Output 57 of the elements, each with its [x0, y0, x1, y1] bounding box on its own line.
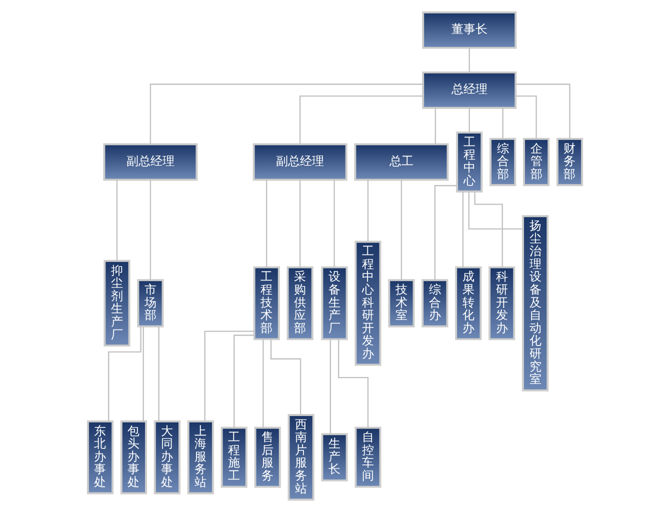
connector	[400, 180, 402, 280]
connector	[462, 192, 464, 268]
connector	[474, 192, 503, 268]
node-box: 上海服务站	[187, 420, 214, 494]
node-box: 总工	[354, 143, 449, 181]
connector	[434, 108, 436, 144]
connector	[262, 339, 264, 428]
node-box: 自控车间	[354, 426, 382, 488]
node-box: 售后服务	[254, 426, 281, 488]
connector	[299, 180, 301, 268]
connector	[434, 185, 457, 280]
connector	[158, 326, 160, 422]
connector	[266, 180, 268, 268]
connector	[468, 48, 470, 72]
connector	[516, 84, 570, 139]
node-box: 扬尘治理设备及自动化研究室	[522, 215, 549, 392]
connector	[330, 339, 331, 434]
node-box: 工程技术部	[253, 266, 280, 340]
connector	[116, 180, 118, 261]
connector	[334, 180, 335, 268]
node-box: 设备生产厂	[321, 266, 348, 340]
connector	[299, 95, 423, 144]
node-box: 技术室	[388, 279, 415, 328]
node-box: 大同办事处	[154, 420, 180, 494]
node-box: 董事长	[422, 11, 517, 49]
node-box: 包头办事处	[120, 420, 147, 494]
node-box: 工程中心	[456, 131, 483, 193]
node-box: 市场部	[137, 279, 164, 328]
connector	[367, 180, 369, 242]
connector	[142, 326, 144, 422]
node-box: 东北办事处	[86, 420, 114, 494]
node-box: 采购供应部	[286, 266, 314, 340]
connector	[468, 192, 523, 230]
connector	[502, 108, 504, 139]
connector	[150, 180, 152, 280]
node-box: 成果转化办	[455, 266, 482, 340]
connector	[150, 84, 423, 144]
node-box: 抑尘剂生产厂	[104, 260, 130, 347]
node-box: 综合办	[422, 279, 448, 328]
connector	[338, 340, 369, 428]
node-box: 副总经理	[103, 143, 198, 181]
connector	[204, 330, 254, 422]
node-box: 企管部	[523, 138, 550, 186]
node-box: 总经理	[422, 71, 517, 109]
node-box: 工程施工	[220, 426, 248, 488]
node-box: 西南片服务站	[288, 414, 314, 501]
node-box: 副总经理	[252, 143, 348, 181]
connector	[270, 339, 302, 415]
connector	[516, 95, 537, 139]
connector	[468, 108, 470, 132]
connector	[234, 334, 254, 428]
node-box: 综合部	[490, 138, 516, 186]
node-box: 生产长	[321, 433, 348, 482]
node-box: 财务部	[556, 138, 584, 186]
connector	[108, 326, 142, 422]
node-box: 工程中心科研开发办	[354, 240, 382, 366]
node-box: 科研开发办	[488, 266, 516, 340]
